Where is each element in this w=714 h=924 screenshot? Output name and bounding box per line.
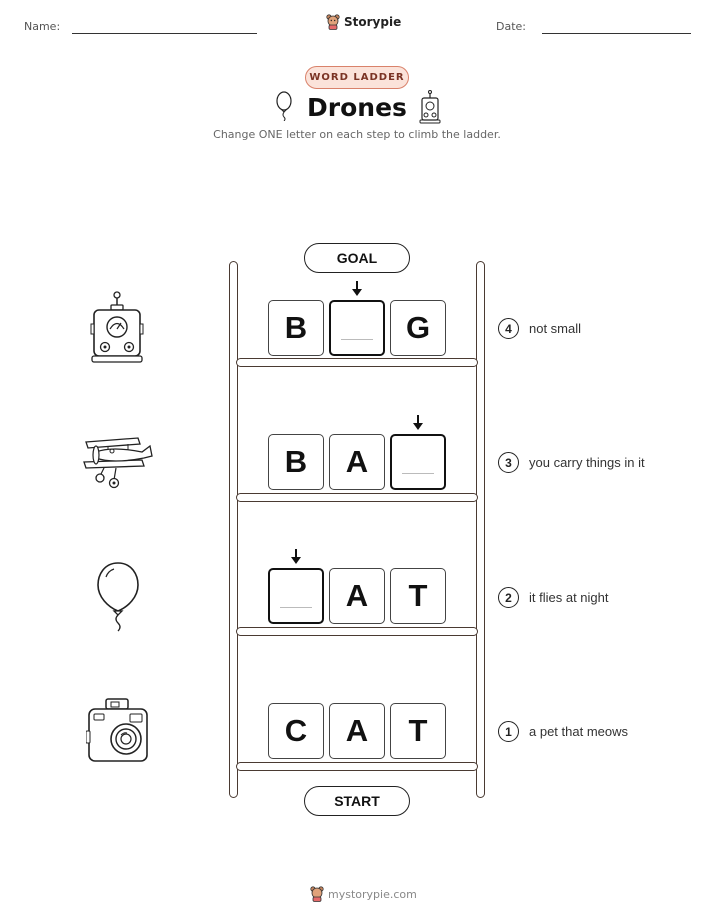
goal-label: GOAL <box>304 243 410 273</box>
robot-icon <box>90 291 144 363</box>
letter-box: T <box>390 703 446 759</box>
ladder-rung <box>236 627 478 636</box>
word-ladder-badge: WORD LADDER <box>305 66 409 89</box>
balloon-icon <box>97 562 139 632</box>
step-number: 4 <box>498 318 519 339</box>
clue-text: it flies at night <box>529 590 609 605</box>
arrow-down-icon <box>352 281 362 296</box>
camera-icon <box>86 698 148 762</box>
letter-box: B <box>268 434 324 490</box>
step-number: 3 <box>498 452 519 473</box>
footer: mystorypie.com <box>310 886 417 902</box>
page-title: Drones <box>307 93 407 122</box>
arrow-down-icon <box>413 415 423 430</box>
letter-box: A <box>329 703 385 759</box>
biplane-icon <box>83 437 153 489</box>
letter-input-blank[interactable] <box>268 568 324 624</box>
name-label: Name: <box>24 20 61 33</box>
robot-small-icon <box>419 90 441 124</box>
brand-logo: Storypie <box>326 14 401 30</box>
letter-box: A <box>329 568 385 624</box>
start-label: START <box>304 786 410 816</box>
step-number: 1 <box>498 721 519 742</box>
bear-mascot-icon <box>326 14 340 30</box>
ladder-rung <box>236 358 478 367</box>
ladder-left-rail <box>229 261 238 798</box>
letter-box: G <box>390 300 446 356</box>
ladder-rung <box>236 762 478 771</box>
letter-input-blank[interactable] <box>329 300 385 356</box>
arrow-down-icon <box>291 549 301 564</box>
brand-name: Storypie <box>344 15 402 29</box>
letter-input-blank[interactable] <box>390 434 446 490</box>
name-line[interactable] <box>72 33 257 34</box>
date-line[interactable] <box>542 33 691 34</box>
clue-text: you carry things in it <box>529 455 645 470</box>
date-label: Date: <box>496 20 526 33</box>
bear-mascot-icon <box>310 886 324 902</box>
clue-text: not small <box>529 321 582 336</box>
footer-url[interactable]: mystorypie.com <box>328 887 417 901</box>
ladder-right-rail <box>476 261 485 798</box>
ladder-rung <box>236 493 478 502</box>
letter-box: B <box>268 300 324 356</box>
letter-box: C <box>268 703 324 759</box>
step-number: 2 <box>498 587 519 608</box>
balloon-small-icon <box>276 91 292 121</box>
clue-text: a pet that meows <box>529 724 628 739</box>
letter-box: A <box>329 434 385 490</box>
letter-box: T <box>390 568 446 624</box>
instructions: Change ONE letter on each step to climb … <box>213 128 501 141</box>
